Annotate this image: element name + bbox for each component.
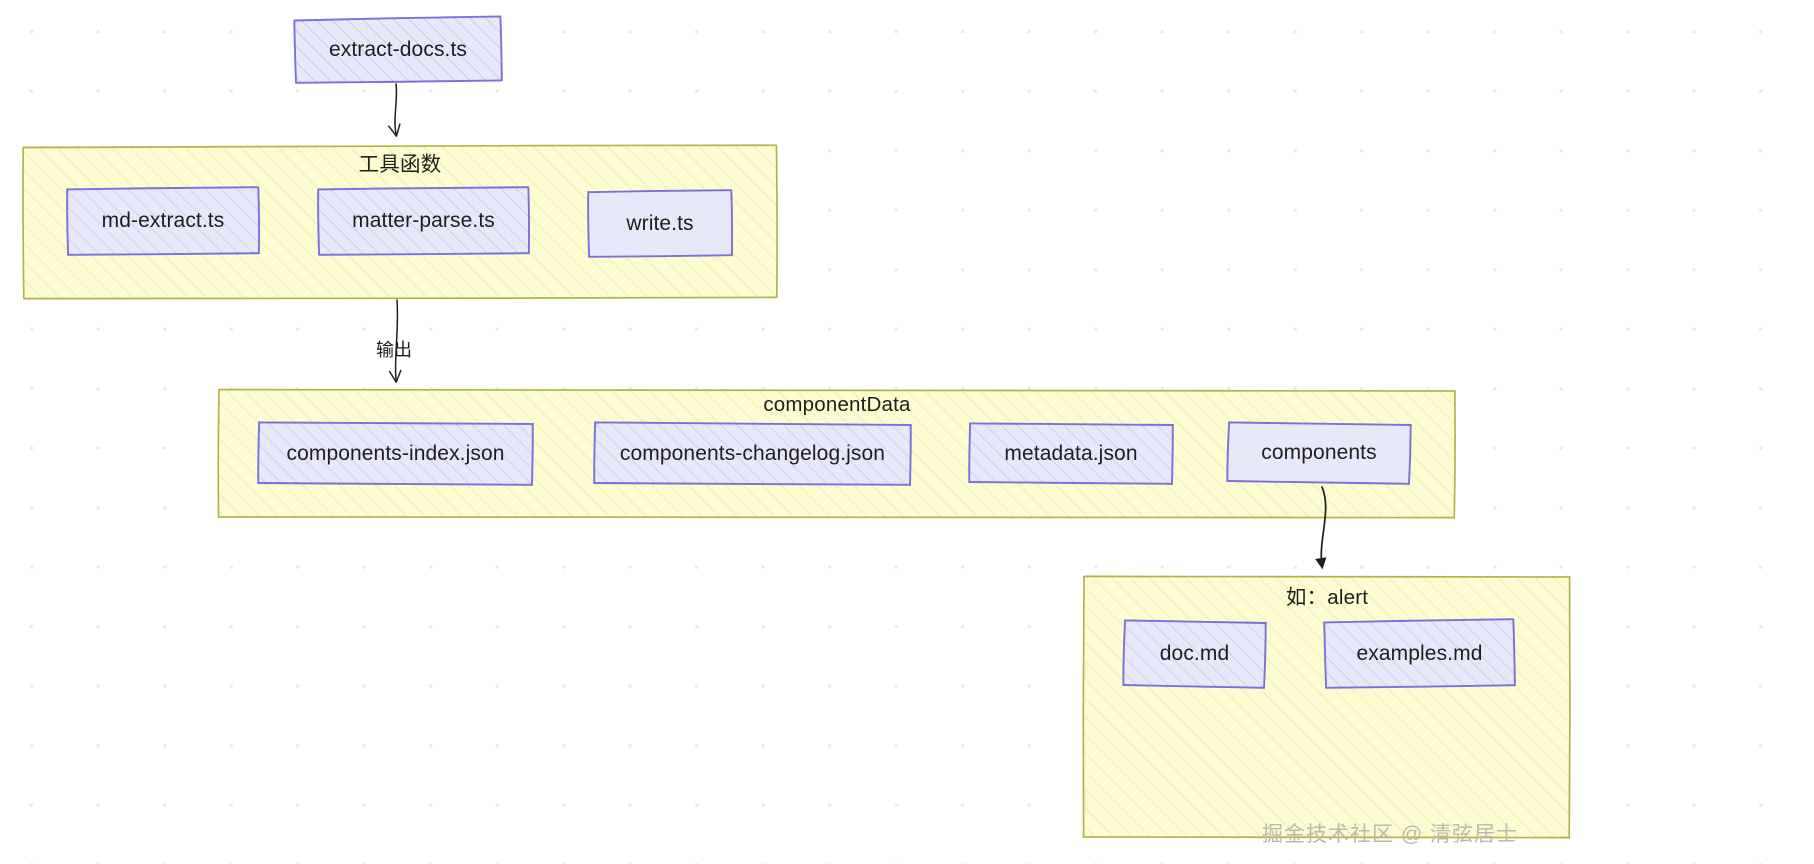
node-components-changelog[interactable]: components-changelog.json	[594, 422, 911, 485]
node-doc-md[interactable]: doc.md	[1123, 620, 1266, 688]
node-metadata[interactable]: metadata.json	[969, 423, 1173, 484]
node-components-label: components	[1261, 440, 1377, 464]
group-label-alert: 如：alert	[1285, 586, 1369, 609]
node-components[interactable]: components	[1227, 421, 1411, 484]
watermark: 掘金技术社区 @ 清弦居士	[1262, 823, 1518, 846]
node-components-index[interactable]: components-index.json	[258, 422, 533, 485]
node-matter-parse[interactable]: matter-parse.ts	[318, 187, 529, 255]
node-matter-parse-label: matter-parse.ts	[352, 209, 495, 232]
node-extract-docs-label: extract-docs.ts	[328, 37, 468, 61]
node-md-extract[interactable]: md-extract.ts	[67, 187, 259, 255]
edge-label-output: 输出	[376, 340, 412, 360]
node-write-label: write.ts	[626, 211, 694, 235]
group-alert-shape	[1082, 575, 1571, 839]
node-components-index-label: components-index.json	[286, 441, 505, 465]
group-label-utils: 工具函数	[358, 153, 442, 176]
node-metadata-label: metadata.json	[1004, 441, 1138, 465]
node-extract-docs[interactable]: extract-docs.ts	[294, 16, 502, 83]
group-label-componentdata: componentData	[763, 393, 911, 416]
node-md-extract-label: md-extract.ts	[101, 209, 225, 232]
node-components-changelog-label: components-changelog.json	[619, 441, 886, 465]
edge-components-to-alert	[1315, 486, 1327, 570]
edge-extract-to-utils	[388, 83, 401, 137]
node-examples-md[interactable]: examples.md	[1324, 619, 1515, 688]
node-examples-md-label: examples.md	[1356, 641, 1483, 665]
node-write[interactable]: write.ts	[588, 190, 732, 257]
node-doc-md-label: doc.md	[1159, 642, 1230, 665]
